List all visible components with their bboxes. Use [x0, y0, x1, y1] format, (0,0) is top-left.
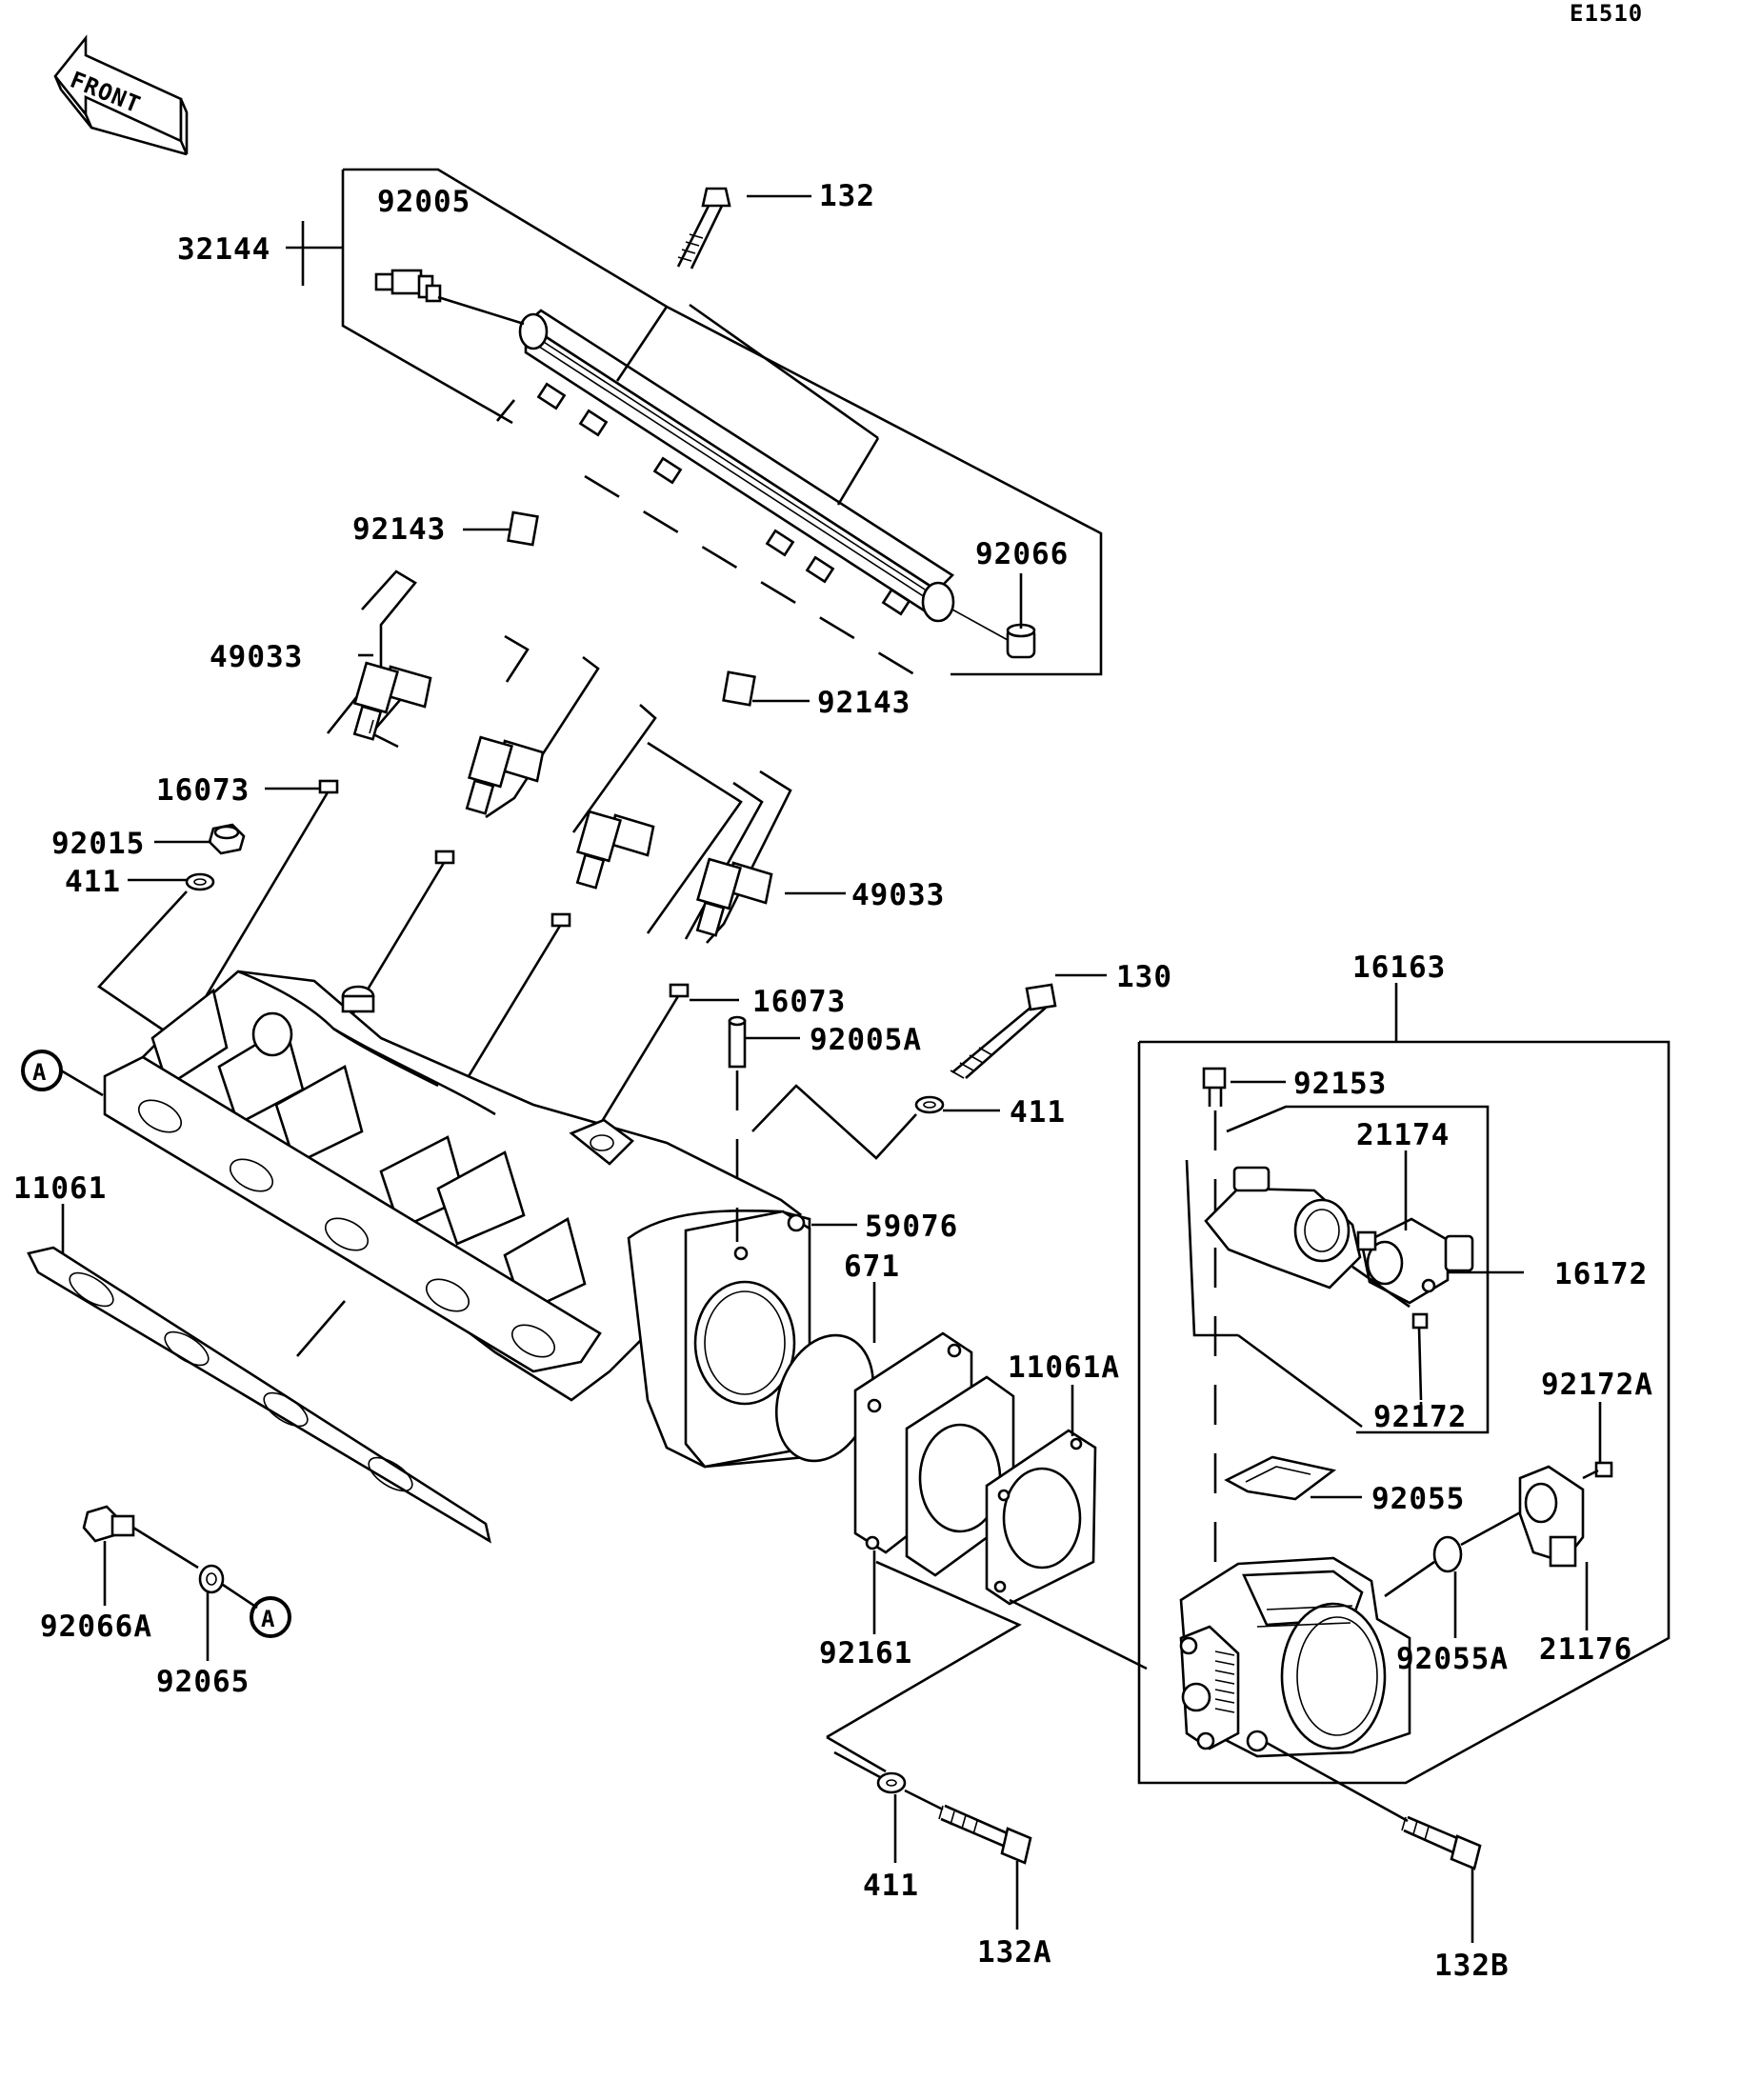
o-ring-16073-d: [669, 983, 690, 998]
screw-92153: [1202, 1067, 1227, 1107]
label-92005: 92005: [377, 185, 470, 219]
housing-21174: [1204, 1166, 1362, 1290]
label-92015: 92015: [51, 827, 145, 861]
screw-92172: [1411, 1312, 1429, 1401]
label-132: 132: [819, 179, 875, 213]
section-marker-a-top-label: A: [32, 1059, 47, 1086]
label-21174: 21174: [1356, 1118, 1450, 1152]
fuel-rail: [518, 309, 955, 623]
o-ring-16073-c: [550, 912, 571, 928]
grommet-92143-a: [507, 510, 539, 547]
gasket-92055: [1224, 1455, 1337, 1501]
o-ring-16073-a: [318, 779, 339, 794]
label-411-lower: 411: [863, 1869, 919, 1903]
label-92143-upper: 92143: [352, 512, 446, 547]
label-49033-right: 49033: [851, 878, 945, 912]
label-132B: 132B: [1434, 1949, 1510, 1983]
label-16073-right: 16073: [752, 985, 846, 1019]
o-ring-92055A: [1432, 1535, 1463, 1573]
gasket-11061: [27, 1246, 491, 1544]
section-marker-a-bottom: A: [250, 1596, 291, 1638]
label-92172: 92172: [1373, 1400, 1467, 1434]
fuel-injector-3: [575, 810, 655, 890]
idle-control-valve-16172: [1356, 1217, 1474, 1305]
o-ring-16073-b: [434, 850, 455, 865]
washer-92065: [198, 1564, 225, 1594]
fuel-injector-2: [465, 735, 545, 815]
bolt-92066A: [82, 1505, 135, 1543]
label-16172: 16172: [1554, 1257, 1648, 1291]
grommet-92143-b: [722, 670, 756, 707]
label-92055: 92055: [1371, 1482, 1465, 1516]
label-92066: 92066: [975, 537, 1069, 571]
label-92005A: 92005A: [810, 1023, 922, 1057]
diagram-code: E1510: [1570, 0, 1643, 27]
section-marker-a-bottom-label: A: [261, 1606, 275, 1632]
fuel-connector-92005: [374, 269, 525, 326]
label-92066A: 92066A: [40, 1610, 152, 1644]
screw-92172A: [1582, 1461, 1613, 1480]
throttle-position-sensor-21176: [1518, 1465, 1585, 1568]
label-130: 130: [1116, 960, 1172, 994]
fuel-injector-4: [695, 857, 773, 937]
throttle-body: [1179, 1556, 1411, 1758]
intake-manifold: [103, 970, 811, 1469]
washer-411-upper: [185, 872, 215, 891]
label-16073-left: 16073: [156, 773, 250, 808]
label-59076: 59076: [865, 1210, 958, 1244]
washer-411-mid: [914, 1095, 945, 1114]
bolt-130: [950, 983, 1057, 1079]
label-92161: 92161: [819, 1636, 912, 1670]
label-132A: 132A: [977, 1935, 1052, 1970]
cap-92066: [1006, 623, 1036, 659]
section-marker-a-top: A: [21, 1050, 63, 1091]
label-92055A: 92055A: [1396, 1642, 1509, 1676]
fuel-injector-1: [352, 661, 432, 741]
label-92153: 92153: [1293, 1067, 1387, 1101]
gasket-11061A: [985, 1429, 1097, 1606]
label-11061: 11061: [13, 1171, 107, 1206]
label-92143-lower: 92143: [817, 686, 911, 720]
bolt-132A: [938, 1804, 1032, 1865]
bolt-132: [676, 187, 731, 270]
label-92172A: 92172A: [1541, 1368, 1653, 1402]
label-92065: 92065: [156, 1665, 250, 1699]
label-671: 671: [844, 1250, 900, 1284]
label-16163: 16163: [1352, 950, 1446, 985]
bolt-132B: [1401, 1815, 1482, 1870]
label-11061A: 11061A: [1008, 1350, 1120, 1385]
label-21176: 21176: [1539, 1632, 1632, 1667]
nut-92015: [208, 823, 246, 855]
front-direction-arrow-icon: FRONT: [53, 34, 189, 156]
label-32144: 32144: [177, 232, 270, 267]
label-411-mid: 411: [1010, 1095, 1066, 1130]
label-411-upper: 411: [65, 865, 121, 899]
pin-92005A: [728, 1015, 747, 1069]
label-49033-left: 49033: [210, 640, 303, 674]
washer-411-lower: [876, 1771, 907, 1794]
